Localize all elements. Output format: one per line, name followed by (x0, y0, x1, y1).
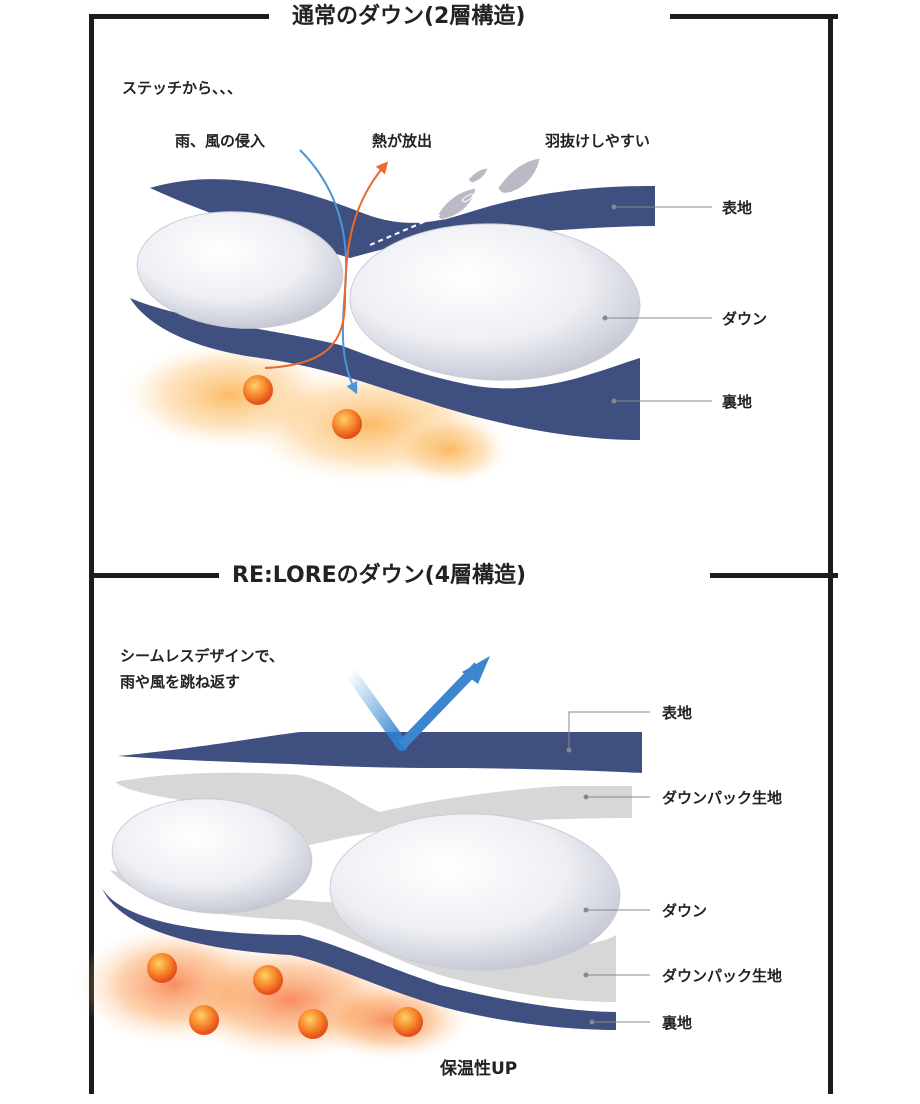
top-label-lining: 裏地 (722, 393, 753, 411)
bottom-label-pack-bottom: ダウンパック生地 (662, 967, 783, 985)
bottom-label-pack-top: ダウンパック生地 (662, 789, 783, 807)
top-border-right (670, 14, 838, 19)
bottom-leader-dots (566, 747, 595, 1025)
top-lining-shape (130, 298, 640, 440)
rebound-arrow (344, 656, 490, 751)
wind-annotation: 雨、風の侵入 (175, 132, 266, 150)
top-section-title: 通常のダウン(2層構造) (280, 3, 538, 31)
heat-particle (243, 375, 273, 405)
bottom-down-cluster-right (329, 813, 621, 971)
feather-escape-path (369, 214, 441, 246)
bottom-down-cluster-left (111, 798, 313, 914)
top-border-left (89, 14, 269, 19)
top-down-cluster-left (136, 211, 344, 329)
top-leader-dots (602, 204, 617, 404)
heat-arrow (264, 161, 389, 369)
seamless-callout-line2: 雨や風を跳ね返す (120, 673, 241, 691)
bottom-lining-shape (102, 888, 616, 1030)
top-leader-lines (605, 206, 712, 402)
feather-icon (437, 157, 541, 220)
feather-annotation: 羽抜けしやすい (545, 132, 650, 150)
bottom-label-outer: 表地 (662, 704, 693, 722)
bottom-label-down: ダウン (662, 902, 708, 920)
top-label-outer: 表地 (722, 199, 753, 217)
warmth-particles (147, 953, 423, 1039)
warmth-label: 保温性UP (440, 1059, 518, 1079)
diagram-frame (89, 16, 833, 1094)
heat-annotation: 熱が放出 (372, 132, 433, 150)
heat-particle (332, 409, 362, 439)
top-label-down: ダウン (722, 310, 768, 328)
bottom-leader-lines (568, 711, 650, 1023)
top-outer-shape (150, 179, 655, 258)
bottom-label-lining: 裏地 (662, 1014, 693, 1032)
bottom-section-title: RE:LOREのダウン(4層構造) (220, 562, 539, 590)
section-divider-left (89, 573, 219, 578)
seamless-callout-line1: シームレスデザインで、 (120, 647, 284, 665)
section-divider-right (710, 573, 838, 578)
top-down-cluster-right (349, 223, 641, 381)
bottom-outer-shape (118, 732, 642, 773)
bottom-pack-upper-shape (115, 772, 632, 845)
stitch-text: ステッチから、、、 (122, 79, 243, 97)
